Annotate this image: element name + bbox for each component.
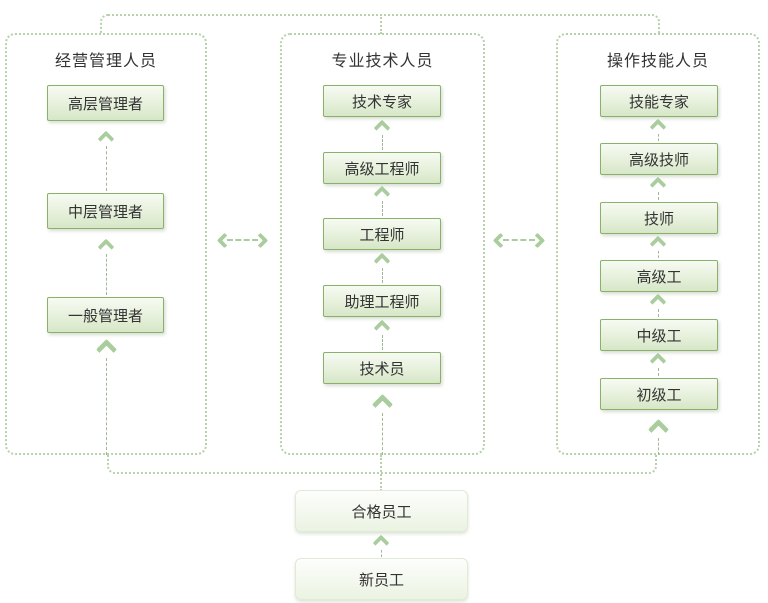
channel-entry-arrow <box>371 393 393 455</box>
chevron-up-icon <box>373 252 391 270</box>
arrow-stem <box>380 550 382 557</box>
up-arrow <box>96 238 116 295</box>
level-box: 高层管理者 <box>47 85 164 121</box>
up-arrow <box>372 252 392 283</box>
chevron-up-icon <box>649 176 667 194</box>
column-title: 专业技术人员 <box>331 53 434 70</box>
level-box: 技术专家 <box>323 85 441 117</box>
qualified-employee-box: 合格员工 <box>295 490 468 532</box>
chevron-up-icon <box>649 235 667 253</box>
chevron-up-icon <box>373 319 391 337</box>
chevron-right-icon <box>529 232 546 248</box>
up-arrow <box>648 235 668 258</box>
level-box: 技术员 <box>323 352 441 384</box>
level-box: 中级工 <box>600 319 718 351</box>
double-arrow-management-technical <box>216 230 269 250</box>
chevron-up-icon <box>649 352 667 370</box>
column-title: 操作技能人员 <box>606 53 709 70</box>
arrow-stem <box>105 358 107 455</box>
arrow-stem <box>381 201 383 216</box>
up-arrow <box>648 118 668 141</box>
chevron-left-icon <box>492 232 509 248</box>
arrow-stem <box>657 438 659 455</box>
level-box: 高级技师 <box>600 143 718 175</box>
chevron-left-icon <box>216 232 233 248</box>
double-arrow-dash <box>227 239 258 241</box>
arrow-stem <box>105 146 107 191</box>
chevron-right-icon <box>252 232 269 248</box>
level-box: 初级工 <box>600 378 718 410</box>
arrow-stem <box>105 254 107 295</box>
level-box: 工程师 <box>323 218 441 250</box>
level-box: 助理工程师 <box>323 285 441 317</box>
chevron-up-icon <box>647 418 669 441</box>
level-box: 高级工程师 <box>323 152 441 184</box>
level-box: 技能专家 <box>600 85 718 117</box>
chevron-up-icon <box>97 130 115 148</box>
up-arrow <box>96 130 116 191</box>
channel-entry-arrow <box>647 418 669 455</box>
up-arrow <box>648 176 668 200</box>
chevron-up-icon <box>373 185 391 203</box>
chevron-up-icon <box>371 393 393 416</box>
level-box: 技师 <box>600 202 718 234</box>
column-title: 经营管理人员 <box>54 53 157 70</box>
level-box: 中层管理者 <box>47 193 164 229</box>
up-arrow <box>648 352 668 376</box>
arrow-stem <box>657 192 659 200</box>
arrow-stem <box>657 309 659 317</box>
arrow-stem <box>381 335 383 350</box>
chevron-up-icon <box>373 119 391 137</box>
arrow-stem <box>381 268 383 283</box>
chevron-up-icon <box>649 293 667 311</box>
double-arrow-dash <box>503 239 535 241</box>
level-box: 一般管理者 <box>47 297 164 333</box>
chevron-up-icon <box>372 534 390 552</box>
up-arrow <box>372 319 392 350</box>
bottom-loop-connector <box>107 455 657 474</box>
arrow-stem <box>657 368 659 376</box>
arrow-stem <box>657 134 659 141</box>
chevron-up-icon <box>95 338 117 361</box>
up-arrow <box>372 119 392 150</box>
arrow-stem <box>381 413 383 455</box>
up-arrow <box>648 293 668 317</box>
arrow-stem <box>381 135 383 150</box>
up-arrow <box>371 534 391 557</box>
channel-entry-arrow <box>95 338 117 455</box>
top-loop-middle-drop <box>380 14 382 34</box>
arrow-stem <box>657 251 659 258</box>
chevron-up-icon <box>97 238 115 256</box>
new-employee-box: 新员工 <box>295 558 468 600</box>
chevron-up-icon <box>649 118 667 136</box>
up-arrow <box>372 185 392 216</box>
column-technical: 专业技术人员 <box>280 33 485 455</box>
double-arrow-technical-skills <box>492 230 546 250</box>
level-box: 高级工 <box>600 260 718 292</box>
qualified-to-loop-connector <box>380 455 382 491</box>
